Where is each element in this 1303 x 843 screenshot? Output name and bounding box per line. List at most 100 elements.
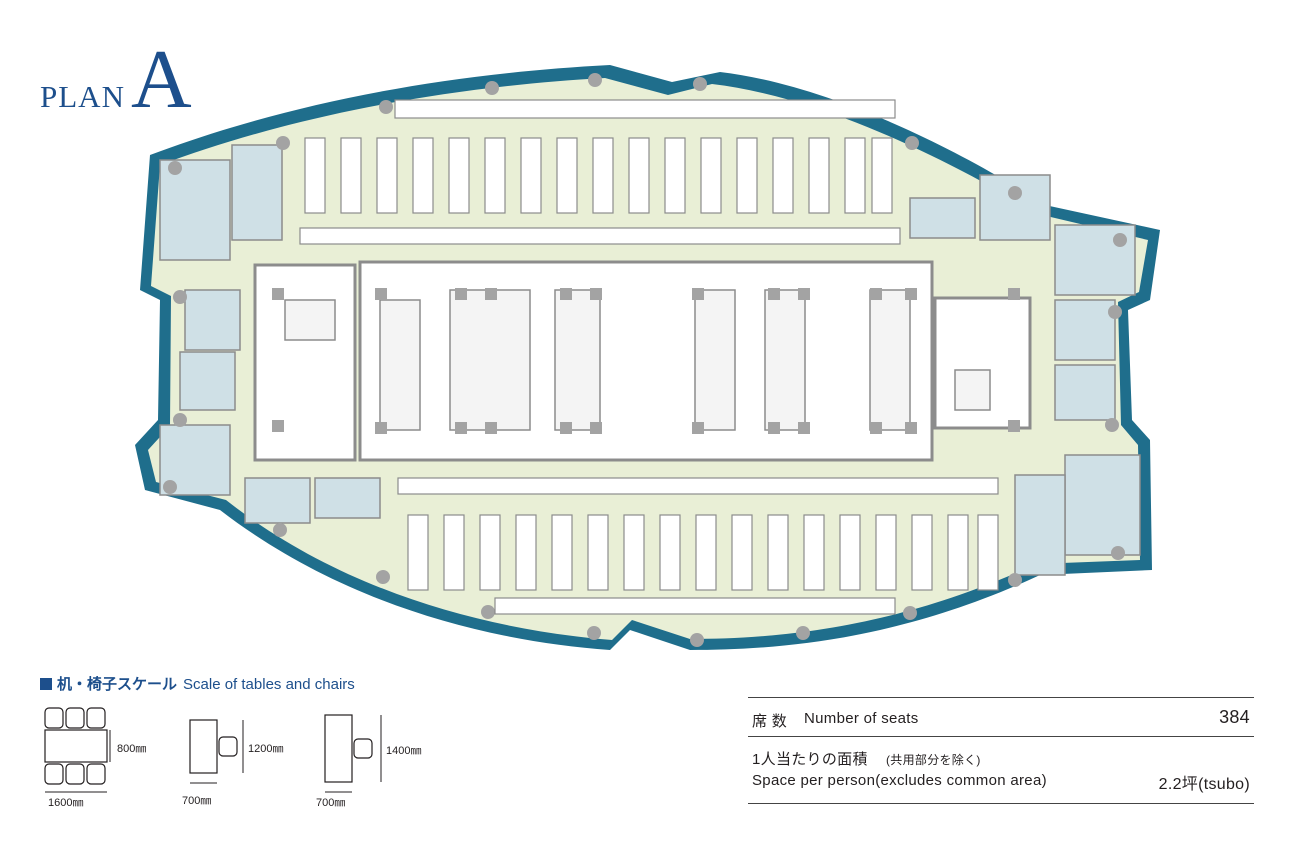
desk-row bbox=[977, 514, 999, 591]
desk-row bbox=[443, 514, 465, 591]
column bbox=[768, 288, 780, 300]
desk-row bbox=[844, 137, 866, 214]
elevator-bank bbox=[954, 369, 991, 411]
plan-title: PLANA bbox=[40, 38, 192, 122]
column bbox=[375, 422, 387, 434]
meeting-room bbox=[1064, 454, 1141, 556]
desk-row bbox=[407, 514, 429, 591]
desk-row bbox=[340, 137, 362, 214]
chair bbox=[65, 763, 85, 785]
perimeter-columns bbox=[163, 73, 1127, 647]
desk-row bbox=[839, 514, 861, 591]
column bbox=[870, 288, 882, 300]
dimension-label: 700㎜ bbox=[182, 795, 212, 807]
dimension-label: 800㎜ bbox=[117, 743, 147, 755]
plan-title-letter: A bbox=[130, 33, 192, 126]
column bbox=[1008, 420, 1020, 432]
elevator-bank bbox=[379, 299, 421, 431]
dimension-label: 1200㎜ bbox=[248, 743, 284, 755]
table-rule bbox=[748, 697, 1254, 698]
column bbox=[905, 422, 917, 434]
table-rule bbox=[748, 803, 1254, 804]
desk-row bbox=[551, 514, 573, 591]
column bbox=[560, 422, 572, 434]
table-1600x800 bbox=[44, 729, 108, 763]
plan-title-word: PLAN bbox=[40, 79, 125, 114]
scale-dimension-lines bbox=[45, 715, 382, 793]
meeting-room bbox=[244, 477, 311, 524]
desk-row bbox=[376, 137, 398, 214]
elevator-bank bbox=[694, 289, 736, 431]
desk-row bbox=[911, 514, 933, 591]
desk-row bbox=[623, 514, 645, 591]
seats-label-en: Number of seats bbox=[804, 710, 919, 727]
column bbox=[375, 288, 387, 300]
chair bbox=[44, 707, 64, 729]
column bbox=[272, 288, 284, 300]
table-700x1400 bbox=[324, 714, 353, 783]
dimension-label: 1400㎜ bbox=[386, 745, 422, 757]
chair bbox=[218, 736, 238, 757]
desk-row bbox=[628, 137, 650, 214]
area-label-jp: 1人当たりの面積 bbox=[752, 751, 868, 768]
area-label-en: Space per person(excludes common area) bbox=[752, 772, 1047, 789]
desk-row bbox=[520, 137, 542, 214]
elevator-bank bbox=[869, 289, 911, 431]
meeting-room bbox=[159, 159, 231, 261]
desk-row bbox=[731, 514, 753, 591]
desk-row bbox=[484, 137, 506, 214]
elevator-bank bbox=[449, 289, 531, 431]
meeting-room bbox=[184, 289, 241, 351]
desk-row bbox=[767, 514, 789, 591]
desk-row bbox=[947, 514, 969, 591]
column bbox=[455, 288, 467, 300]
desk-strip bbox=[494, 597, 896, 615]
elevator-bank bbox=[284, 299, 336, 341]
chair bbox=[44, 763, 64, 785]
desk-row bbox=[448, 137, 470, 214]
desk-row bbox=[515, 514, 537, 591]
meeting-room bbox=[179, 351, 236, 411]
column bbox=[590, 422, 602, 434]
column bbox=[272, 420, 284, 432]
desk-strip bbox=[397, 477, 999, 495]
desk-row bbox=[695, 514, 717, 591]
desk-row bbox=[659, 514, 681, 591]
meeting-room bbox=[909, 197, 976, 239]
chair bbox=[65, 707, 85, 729]
core-outline bbox=[358, 260, 934, 462]
table-rule bbox=[748, 736, 1254, 737]
scale-heading-en: Scale of tables and chairs bbox=[183, 676, 355, 693]
desk-strip bbox=[299, 227, 901, 245]
scale-heading: 机・椅子スケール Scale of tables and chairs bbox=[40, 673, 355, 694]
meeting-room bbox=[314, 477, 381, 519]
seats-label-jp: 席 数 bbox=[752, 713, 788, 730]
desk-rows-south bbox=[397, 477, 999, 615]
area-value: 2.2坪(tsubo) bbox=[1158, 776, 1250, 793]
stair-west bbox=[253, 263, 357, 462]
column bbox=[455, 422, 467, 434]
column bbox=[560, 288, 572, 300]
desk-row bbox=[556, 137, 578, 214]
column bbox=[692, 288, 704, 300]
desk-row bbox=[304, 137, 326, 214]
chair bbox=[86, 763, 106, 785]
desk-row bbox=[479, 514, 501, 591]
desk-row bbox=[736, 137, 758, 214]
desk-row bbox=[772, 137, 794, 214]
column bbox=[1008, 288, 1020, 300]
meeting-room bbox=[1054, 299, 1116, 361]
column bbox=[590, 288, 602, 300]
elevator-bank bbox=[764, 289, 806, 431]
column bbox=[798, 288, 810, 300]
scale-heading-jp: 机・椅子スケール bbox=[57, 676, 178, 693]
dimension-label: 700㎜ bbox=[316, 797, 346, 809]
column bbox=[870, 422, 882, 434]
chair bbox=[86, 707, 106, 729]
table-700x1200 bbox=[189, 719, 218, 774]
desk-row bbox=[803, 514, 825, 591]
column bbox=[485, 422, 497, 434]
column bbox=[905, 288, 917, 300]
desk-row bbox=[875, 514, 897, 591]
